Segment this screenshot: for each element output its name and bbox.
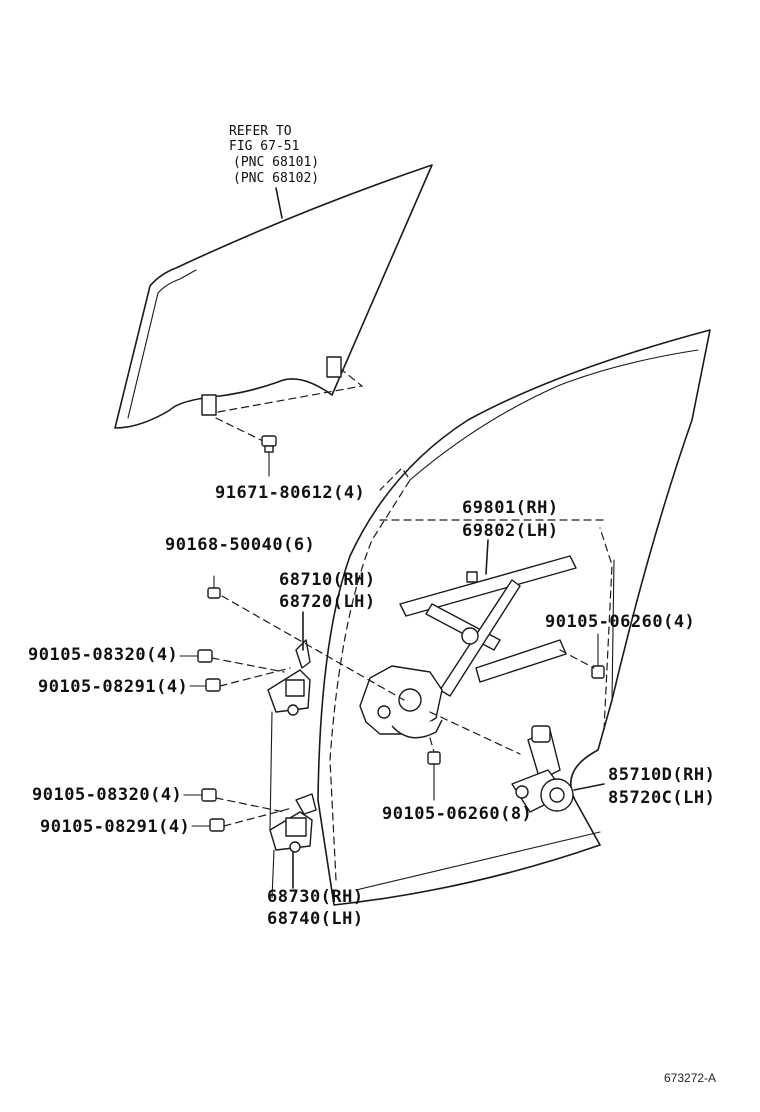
bolt-90105-08291-lower (191, 818, 225, 832)
window-regulator (399, 555, 577, 703)
label-motor-lh: 85720C(LH) (608, 788, 715, 808)
label-hinge-lower-lh: 68740(LH) (267, 909, 364, 929)
bolt-90105-08320-lower (183, 788, 217, 802)
label-bolt-08291-lower: 90105-08291(4) (40, 817, 190, 837)
bolt-90105-06260-lower (427, 751, 441, 801)
label-motor-rh: 85710D(RH) (608, 765, 715, 785)
figure-code: 673272-A (664, 1071, 716, 1085)
label-regulator-lh: 69802(LH) (462, 521, 559, 541)
reference-note-line3: (PNC 68101) (233, 155, 319, 170)
reference-note-line4: (PNC 68102) (233, 171, 319, 186)
regulator-leader (485, 539, 489, 575)
label-bolt-06260-lower: 90105-06260(8) (382, 804, 532, 824)
bolt-90168-50040 (207, 575, 221, 599)
label-hinge-upper-rh: 68710(RH) (279, 570, 376, 590)
label-hinge-lower-rh: 68730(RH) (267, 887, 364, 907)
regulator-base (359, 665, 443, 739)
door-glass (114, 164, 433, 429)
label-regulator-rh: 69801(RH) (462, 498, 559, 518)
label-bolt-08320-lower: 90105-08320(4) (32, 785, 182, 805)
door-panel (317, 329, 711, 906)
glass-clip (261, 435, 277, 477)
glass-leader (275, 187, 283, 219)
label-bolt-50040: 90168-50040(6) (165, 535, 315, 555)
label-bolt-08291-upper: 90105-08291(4) (38, 677, 188, 697)
reference-note-line2: FIG 67-51 (229, 139, 299, 154)
label-bolt-06260-right: 90105-06260(4) (545, 612, 695, 632)
label-bolt-08320-upper: 90105-08320(4) (28, 645, 178, 665)
label-glass-clip: 91671-80612(4) (215, 483, 365, 503)
glass-dash (217, 369, 364, 413)
bolt-90105-08291-upper (189, 678, 221, 692)
upper-hinge (267, 639, 311, 716)
reference-note-line1: REFER TO (229, 124, 292, 139)
motor-leader (573, 783, 605, 791)
label-hinge-upper-lh: 68720(LH) (279, 592, 376, 612)
bolt-90105-08320-upper (179, 649, 213, 663)
regulator-motor (511, 725, 574, 813)
bolt-90105-06260-right (591, 633, 605, 679)
lower-hinge (269, 793, 317, 853)
